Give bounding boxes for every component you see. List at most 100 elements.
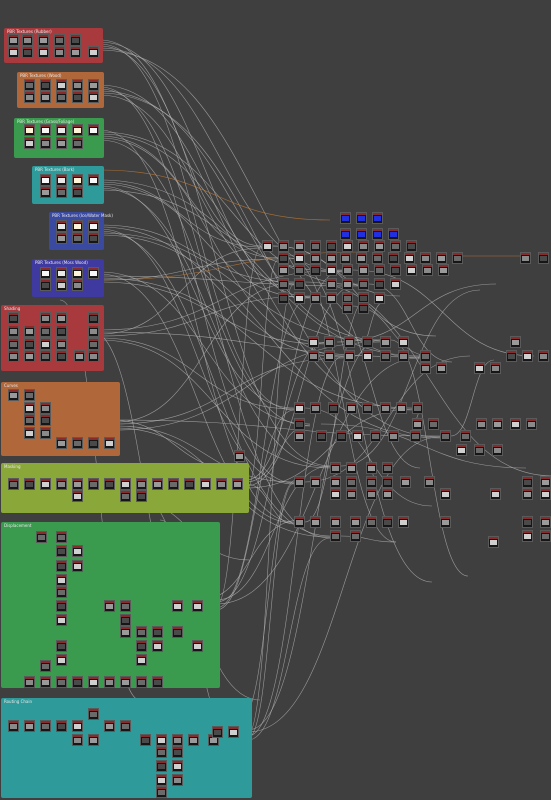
graph-node[interactable]: [152, 640, 163, 652]
graph-node[interactable]: [374, 278, 385, 290]
graph-node[interactable]: [358, 302, 369, 314]
graph-node[interactable]: [372, 212, 383, 224]
graph-node[interactable]: [88, 437, 99, 449]
graph-node[interactable]: [380, 336, 391, 348]
graph-node[interactable]: [38, 46, 49, 58]
graph-node[interactable]: [88, 350, 99, 362]
graph-node[interactable]: [56, 79, 67, 91]
graph-node[interactable]: [56, 654, 67, 666]
graph-node[interactable]: [136, 478, 147, 490]
graph-node[interactable]: [168, 478, 179, 490]
graph-node[interactable]: [88, 676, 99, 688]
graph-node[interactable]: [374, 292, 385, 304]
graph-node[interactable]: [156, 734, 167, 746]
graph-node[interactable]: [310, 402, 321, 414]
graph-node[interactable]: [8, 720, 19, 732]
graph-node[interactable]: [24, 389, 35, 401]
graph-node[interactable]: [356, 228, 367, 240]
graph-node[interactable]: [374, 264, 385, 276]
graph-node[interactable]: [352, 430, 363, 442]
graph-node[interactable]: [40, 660, 51, 672]
graph-node[interactable]: [72, 734, 83, 746]
graph-node[interactable]: [72, 490, 83, 502]
frame-curves[interactable]: Curves: [1, 382, 120, 456]
graph-node[interactable]: [72, 137, 83, 149]
graph-node[interactable]: [8, 325, 19, 337]
graph-node[interactable]: [422, 264, 433, 276]
graph-node[interactable]: [398, 516, 409, 528]
graph-node[interactable]: [510, 336, 521, 348]
graph-node[interactable]: [24, 124, 35, 136]
graph-node[interactable]: [56, 232, 67, 244]
graph-node[interactable]: [24, 427, 35, 439]
graph-node[interactable]: [24, 137, 35, 149]
graph-node[interactable]: [388, 430, 399, 442]
graph-node[interactable]: [88, 46, 99, 58]
frame-routing-chain[interactable]: Routing Chain: [1, 698, 252, 798]
graph-node[interactable]: [72, 220, 83, 232]
graph-node[interactable]: [538, 350, 549, 362]
graph-node[interactable]: [490, 488, 501, 500]
graph-node[interactable]: [56, 325, 67, 337]
graph-node[interactable]: [172, 626, 183, 638]
graph-node[interactable]: [56, 560, 67, 572]
graph-node[interactable]: [522, 476, 533, 488]
graph-node[interactable]: [372, 228, 383, 240]
graph-node[interactable]: [70, 34, 81, 46]
graph-node[interactable]: [330, 462, 341, 474]
graph-node[interactable]: [56, 640, 67, 652]
graph-node[interactable]: [490, 362, 501, 374]
graph-node[interactable]: [456, 444, 467, 456]
graph-node[interactable]: [278, 240, 289, 252]
graph-node[interactable]: [56, 220, 67, 232]
graph-node[interactable]: [522, 530, 533, 542]
graph-node[interactable]: [72, 560, 83, 572]
graph-node[interactable]: [294, 402, 305, 414]
graph-node[interactable]: [330, 530, 341, 542]
graph-node[interactable]: [140, 734, 151, 746]
graph-node[interactable]: [88, 338, 99, 350]
graph-node[interactable]: [460, 430, 471, 442]
graph-node[interactable]: [342, 240, 353, 252]
graph-node[interactable]: [488, 536, 499, 548]
graph-node[interactable]: [156, 760, 167, 772]
graph-node[interactable]: [388, 252, 399, 264]
graph-node[interactable]: [40, 414, 51, 426]
graph-node[interactable]: [24, 478, 35, 490]
graph-node[interactable]: [88, 79, 99, 91]
graph-node[interactable]: [40, 137, 51, 149]
graph-node[interactable]: [294, 476, 305, 488]
graph-node[interactable]: [410, 430, 421, 442]
graph-node[interactable]: [370, 430, 381, 442]
graph-node[interactable]: [380, 402, 391, 414]
graph-node[interactable]: [438, 264, 449, 276]
graph-node[interactable]: [326, 264, 337, 276]
graph-node[interactable]: [72, 91, 83, 103]
graph-node[interactable]: [40, 720, 51, 732]
graph-node[interactable]: [200, 478, 211, 490]
graph-node[interactable]: [540, 476, 551, 488]
graph-node[interactable]: [316, 430, 327, 442]
graph-node[interactable]: [294, 516, 305, 528]
graph-node[interactable]: [38, 34, 49, 46]
graph-node[interactable]: [70, 46, 81, 58]
graph-node[interactable]: [420, 350, 431, 362]
graph-node[interactable]: [56, 437, 67, 449]
graph-node[interactable]: [120, 626, 131, 638]
graph-node[interactable]: [40, 267, 51, 279]
graph-node[interactable]: [120, 720, 131, 732]
graph-node[interactable]: [88, 478, 99, 490]
graph-node[interactable]: [104, 437, 115, 449]
graph-node[interactable]: [428, 418, 439, 430]
graph-node[interactable]: [420, 362, 431, 374]
graph-node[interactable]: [324, 350, 335, 362]
graph-node[interactable]: [294, 418, 305, 430]
graph-node[interactable]: [492, 418, 503, 430]
graph-node[interactable]: [40, 174, 51, 186]
graph-node[interactable]: [88, 220, 99, 232]
graph-node[interactable]: [540, 516, 551, 528]
graph-node[interactable]: [72, 478, 83, 490]
graph-node[interactable]: [382, 488, 393, 500]
graph-node[interactable]: [522, 350, 533, 362]
graph-node[interactable]: [330, 516, 341, 528]
